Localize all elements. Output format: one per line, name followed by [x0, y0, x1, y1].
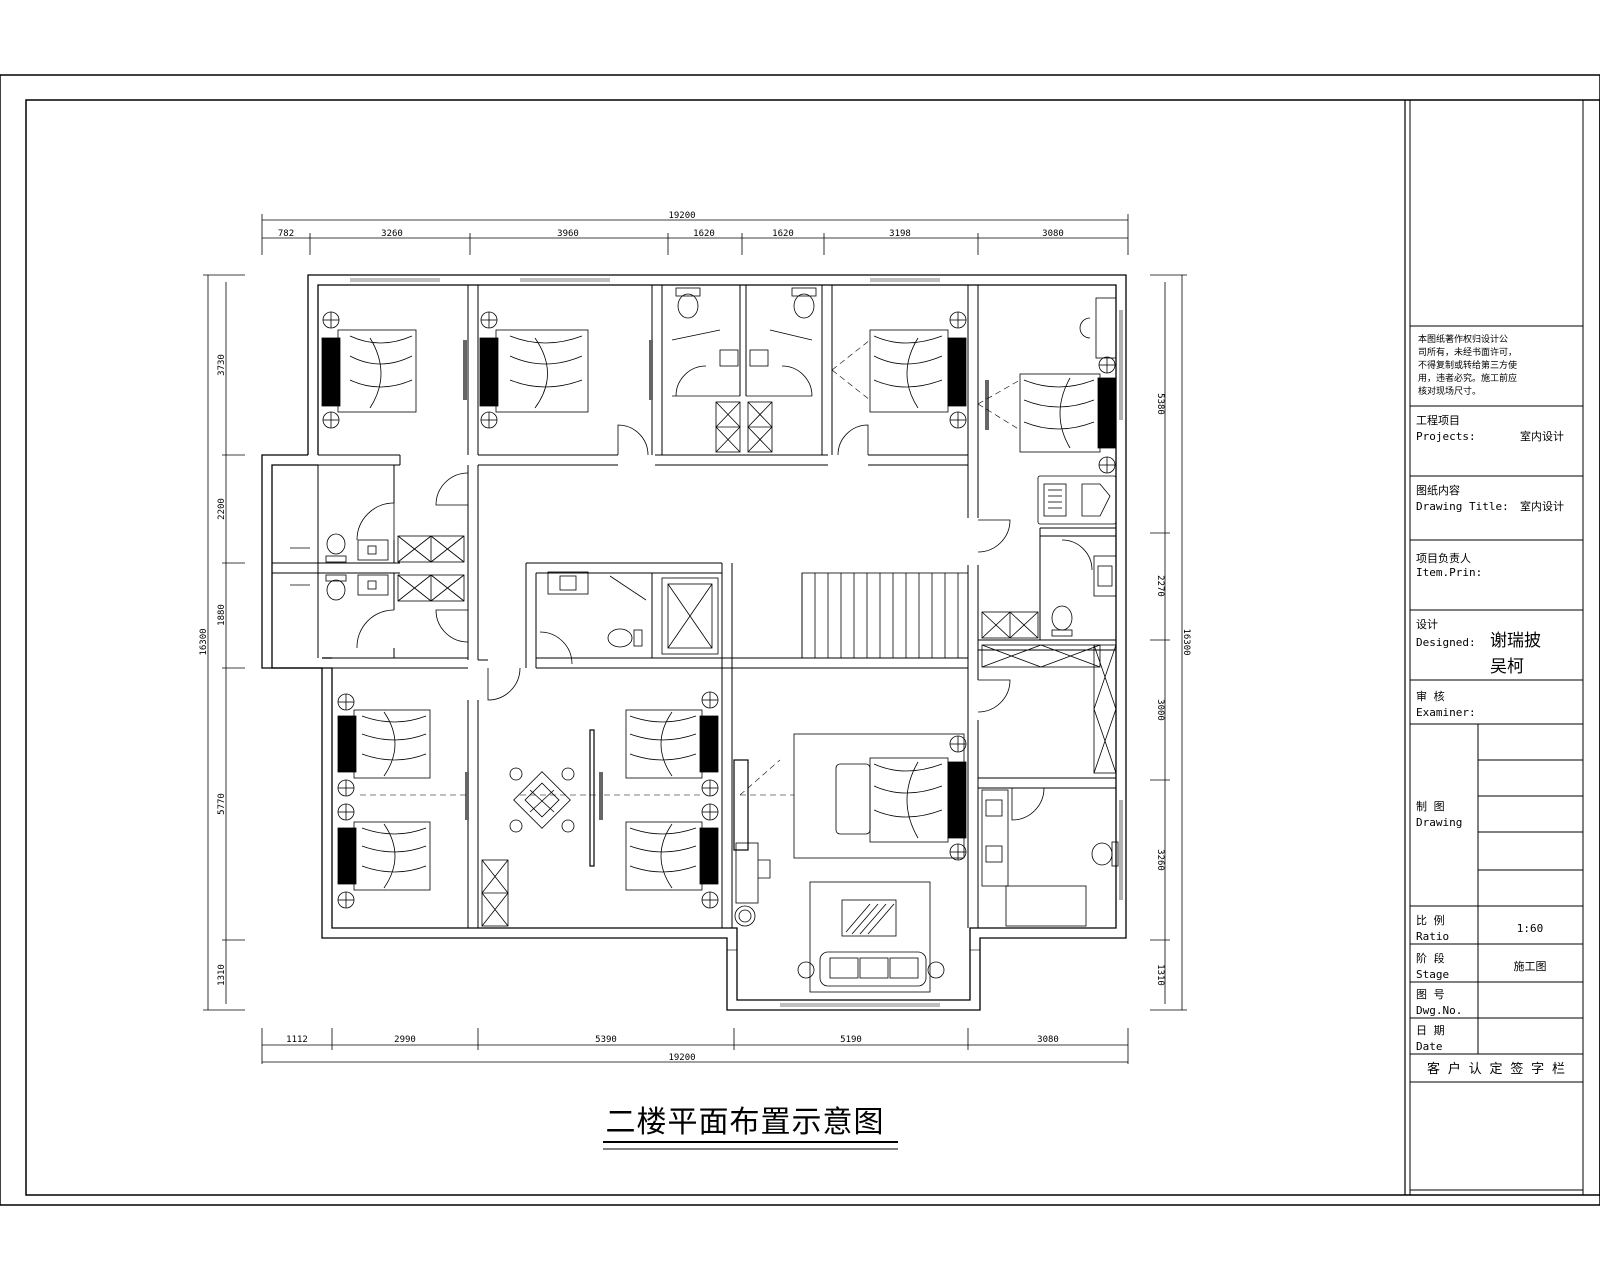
tb-note-2: 司所有，未经书面许可，: [1418, 346, 1517, 358]
dim-left-4: 5770: [217, 793, 227, 815]
shafts: [397, 401, 1117, 927]
dim-left-3: 1880: [217, 604, 227, 626]
dim-bottom-4: 5190: [840, 1035, 862, 1045]
tb-client-sign: 客 户 认 定 签 字 栏: [1427, 1061, 1565, 1077]
furniture: [509, 767, 945, 993]
dim-right-4: 3260: [1155, 849, 1165, 871]
dim-right-1: 5380: [1155, 393, 1165, 415]
dim-left-5: 1310: [217, 964, 227, 986]
dim-top-1: 782: [278, 229, 294, 239]
tb-note-5: 核对现场尺寸。: [1418, 385, 1481, 397]
tb-note-3: 不得复制或转给第三方使: [1418, 359, 1517, 371]
title-block: [1409, 325, 1584, 1191]
tb-ratio-value: 1:60: [1517, 922, 1544, 935]
drawing-title-group: 二楼平面布置示意图: [603, 1105, 898, 1150]
dim-bottom-2: 2990: [394, 1035, 416, 1045]
tb-designer-label-cn: 设计: [1416, 618, 1438, 631]
tb-note-1: 本图纸著作权归设计公: [1418, 333, 1508, 345]
interior-walls: [272, 285, 1116, 928]
tb-note-4: 用，违者必究。施工前应: [1418, 372, 1517, 384]
dim-top-total: 19200: [668, 211, 695, 221]
tb-principal-label-en: Item.Prin:: [1416, 566, 1482, 579]
dim-right-total: 16300: [1181, 628, 1191, 655]
tb-content-value: 室内设计: [1520, 499, 1564, 513]
dim-bottom-total: 19200: [668, 1053, 695, 1063]
tb-project-label-en: Projects:: [1416, 430, 1476, 443]
tb-ratio-label-cn: 比 例: [1416, 913, 1445, 927]
tb-date-label-cn: 日 期: [1416, 1024, 1445, 1037]
beds: [321, 311, 1117, 909]
dim-bottom-3: 5390: [595, 1035, 617, 1045]
tb-examiner-label-en: Examiner:: [1416, 706, 1476, 719]
sheet-border: [0, 74, 1600, 1206]
tb-content-label-en: Drawing Title:: [1416, 500, 1509, 513]
tb-content-label-cn: 图纸内容: [1416, 483, 1460, 497]
floor-plan: 19200 782 3260 3960 1620 1620 3198 3080 …: [199, 211, 1191, 1064]
dim-top-4: 1620: [693, 229, 715, 239]
dim-left-total: 16300: [199, 628, 209, 655]
exterior-walls: [261, 274, 1127, 1011]
dim-top-3: 3960: [557, 229, 579, 239]
staircase: [801, 572, 969, 659]
bathroom-fixtures: [290, 287, 1119, 927]
tb-project-value: 室内设计: [1520, 429, 1564, 443]
tb-stage-value: 施工图: [1514, 960, 1547, 973]
tb-designer-label-en: Designed:: [1416, 636, 1476, 649]
tb-principal-label-cn: 项目负责人: [1416, 551, 1471, 565]
tb-dwgno-label-cn: 图 号: [1416, 988, 1445, 1001]
tb-drawing-label-en: Drawing: [1416, 816, 1462, 829]
dim-right-3: 3000: [1155, 699, 1165, 721]
windows: [350, 278, 1123, 1007]
tb-designer-2: 吴柯: [1490, 657, 1524, 677]
tb-project-label-cn: 工程项目: [1416, 414, 1460, 427]
dim-top-5: 1620: [772, 229, 794, 239]
tb-stage-label-cn: 阶 段: [1416, 951, 1445, 965]
dim-bottom-1: 1112: [286, 1035, 308, 1045]
doors: [356, 365, 1093, 821]
tb-designer-1: 谢瑞披: [1490, 631, 1541, 651]
tb-stage-label-en: Stage: [1416, 968, 1449, 981]
title-block-text: 本图纸著作权归设计公 司所有，未经书面许可， 不得复制或转给第三方使 用，违者必…: [1416, 333, 1565, 1077]
tb-drawing-label-cn: 制 图: [1416, 800, 1445, 813]
tv-lines: [360, 339, 1021, 796]
tb-date-label-en: Date: [1416, 1040, 1443, 1053]
dimension-text: 19200 782 3260 3960 1620 1620 3198 3080 …: [199, 211, 1191, 1063]
dim-top-2: 3260: [381, 229, 403, 239]
dim-top-6: 3198: [889, 229, 911, 239]
dim-bottom-5: 3080: [1037, 1035, 1059, 1045]
dim-left-1: 3730: [217, 354, 227, 376]
dimension-lines: [203, 214, 1187, 1064]
dim-left-2: 2200: [217, 498, 227, 520]
dim-top-7: 3080: [1042, 229, 1064, 239]
tv-panels: [463, 340, 989, 867]
dim-right-5: 1310: [1155, 964, 1165, 986]
dim-right-2: 2270: [1155, 575, 1165, 597]
tb-dwgno-label-en: Dwg.No.: [1416, 1004, 1462, 1017]
tb-ratio-label-en: Ratio: [1416, 930, 1449, 943]
drawing-title: 二楼平面布置示意图: [606, 1105, 885, 1140]
tb-examiner-label-cn: 审 核: [1416, 689, 1445, 703]
